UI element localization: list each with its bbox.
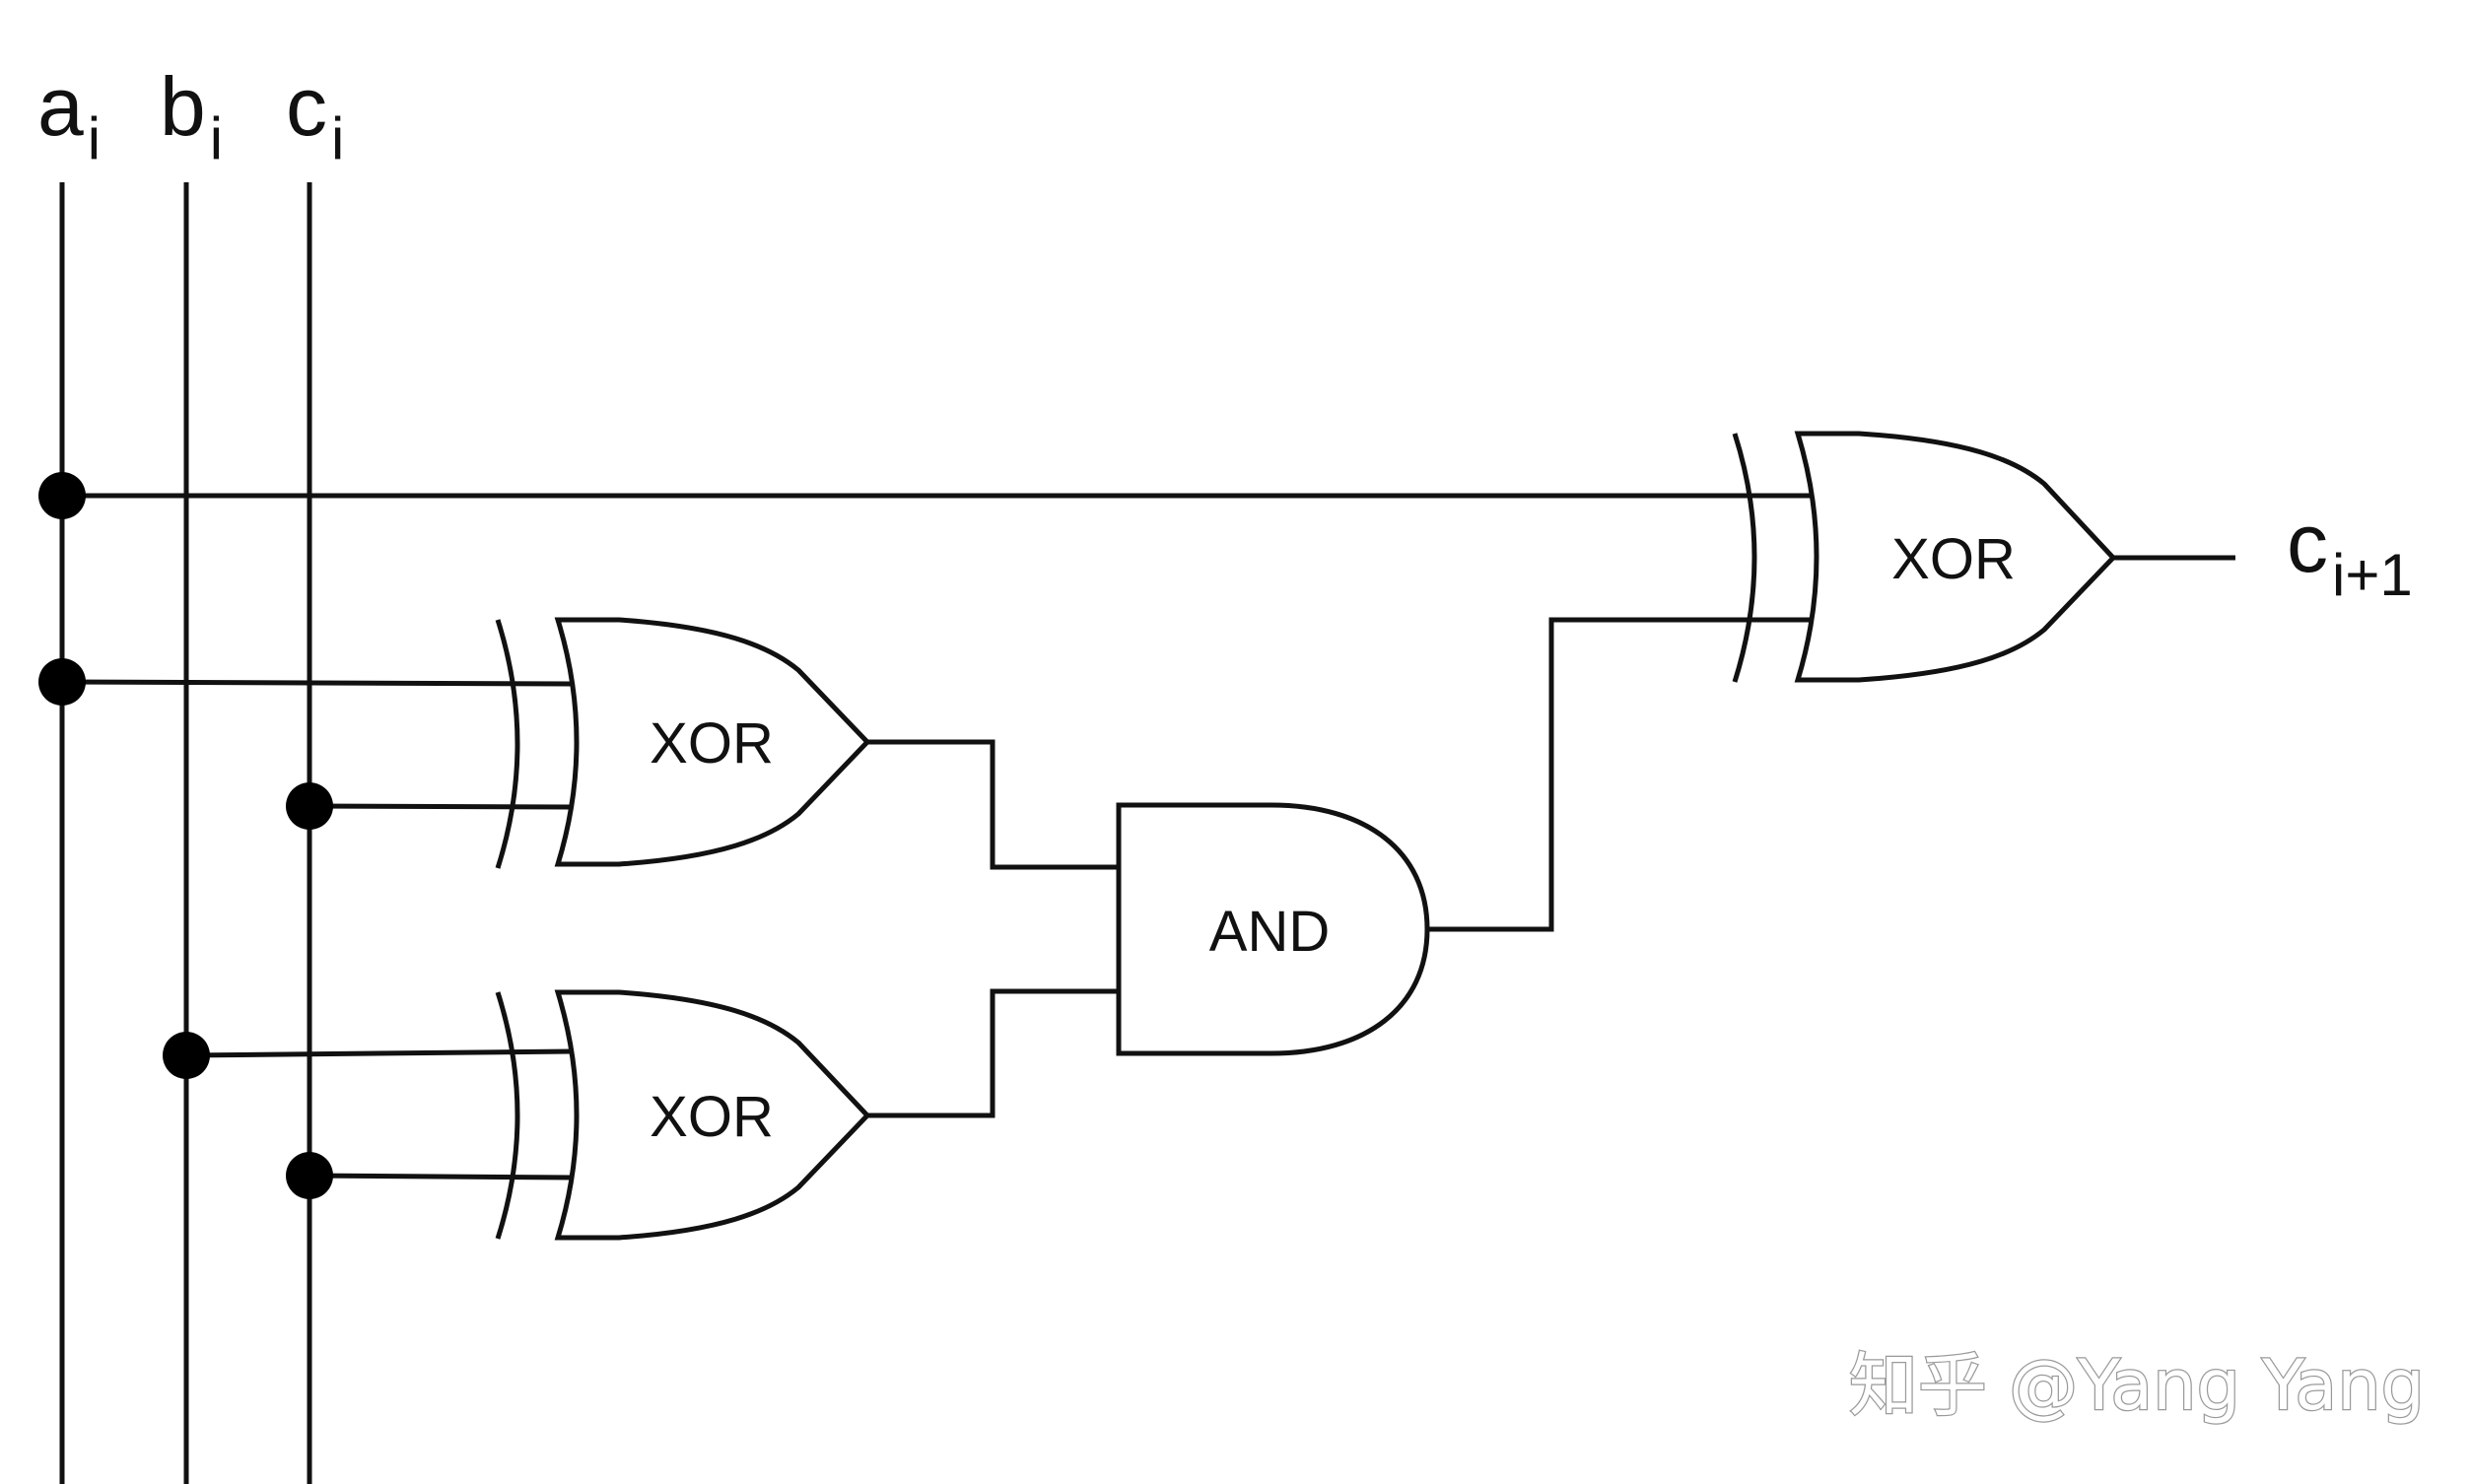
- xor-bottom-label: XOR: [650, 1085, 774, 1149]
- junction-a-middle: [38, 658, 86, 706]
- and-body: [1116, 802, 1430, 1056]
- xor-top-input-curve: [495, 619, 520, 869]
- xor-top-label: XOR: [650, 711, 774, 776]
- xor-output-body: [1794, 431, 2117, 683]
- junction-c-top: [286, 782, 333, 830]
- wire-bottom-xor-to-and: [867, 988, 1119, 1118]
- wire-a-to-top-xor: [61, 679, 573, 687]
- signal-label-c: ci: [286, 60, 344, 171]
- xor-top-body: [554, 617, 871, 867]
- xor-output-input-curve: [1732, 433, 1757, 683]
- wire-b-to-bottom-xor: [185, 1048, 573, 1058]
- junction-b: [163, 1032, 210, 1079]
- xor-output-label: XOR: [1891, 527, 2016, 591]
- watermark: 知乎 @Yang Yang: [1849, 1345, 2425, 1426]
- xor-bottom-input-curve: [495, 991, 520, 1240]
- wire-and-to-output-xor: [1427, 617, 1814, 932]
- junction-c-bottom: [286, 1152, 333, 1199]
- signal-label-b: bi: [160, 60, 223, 171]
- wire-top-xor-to-and: [867, 739, 1119, 870]
- xor-bottom-body: [554, 989, 871, 1241]
- and-label: AND: [1209, 900, 1330, 964]
- wire-c-to-bottom-xor: [309, 1173, 573, 1180]
- xor-gate-top: XOR: [495, 617, 871, 869]
- signal-label-a: ai: [37, 60, 101, 171]
- and-gate: AND: [1116, 802, 1430, 1056]
- junction-a-top: [38, 472, 86, 519]
- wire-c-to-top-xor: [309, 803, 573, 810]
- output-label: ci+1: [2287, 497, 2413, 608]
- xor-gate-output: XOR: [1732, 431, 2117, 683]
- xor-gate-bottom: XOR: [495, 989, 871, 1241]
